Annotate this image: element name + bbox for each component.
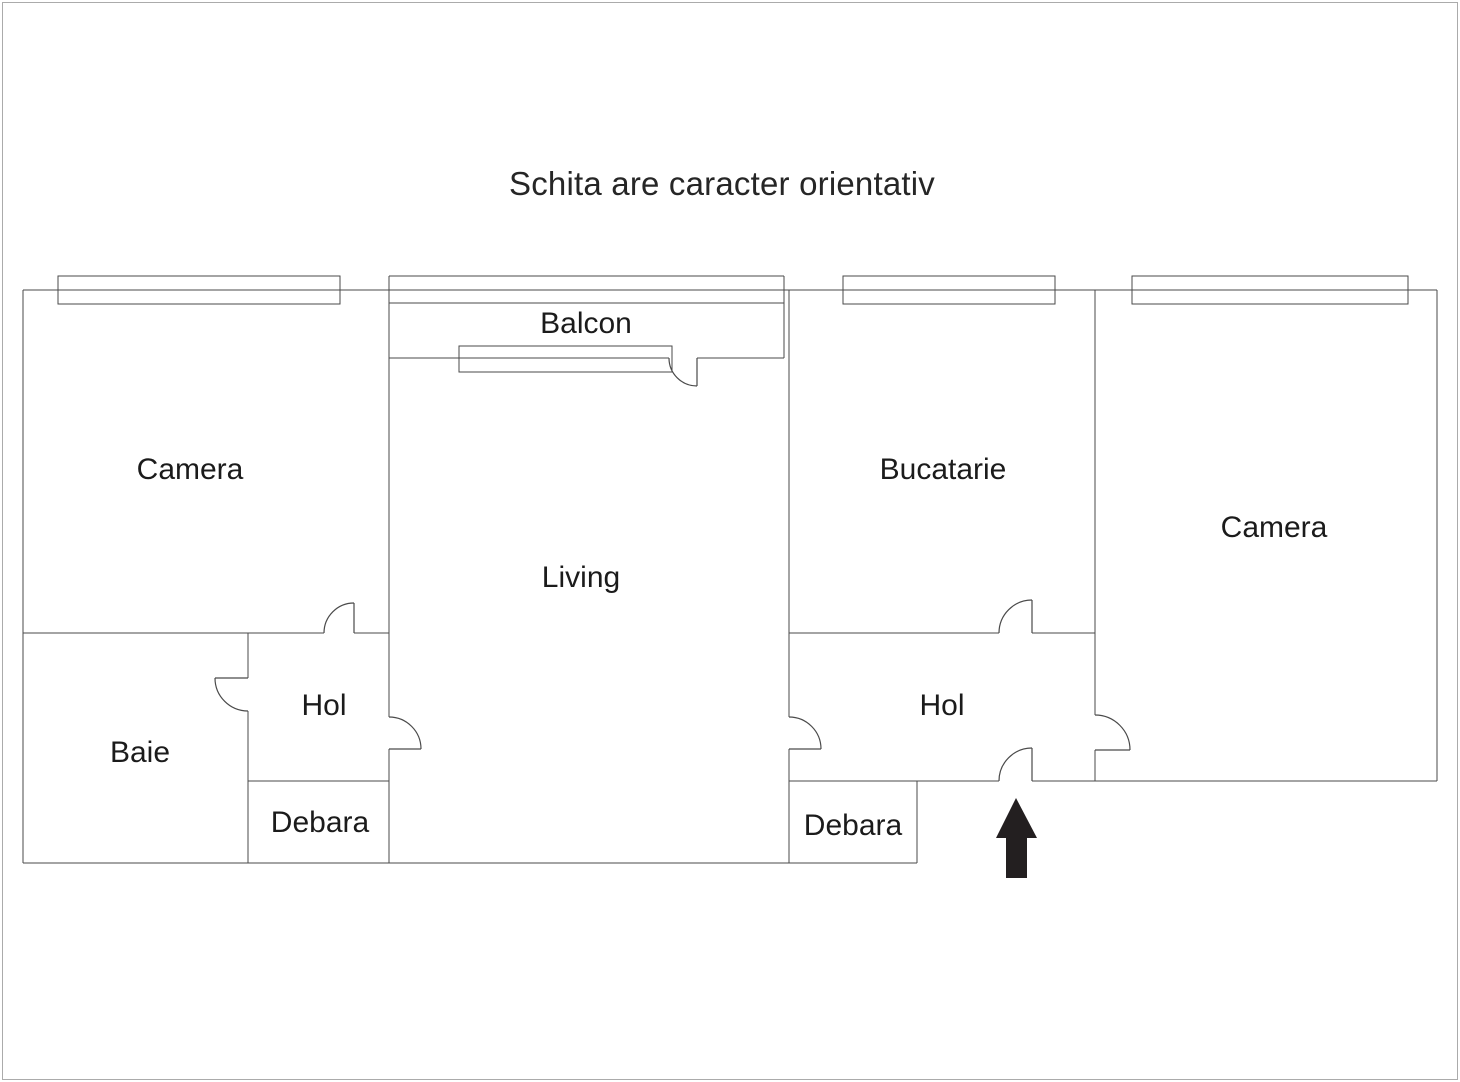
window-camera-left	[57, 275, 341, 305]
door-arc	[1094, 714, 1131, 751]
door-living-hol-right	[788, 716, 822, 750]
entrance-arrow-icon	[996, 798, 1037, 878]
room-label-living: Living	[541, 561, 621, 594]
door-balcon	[668, 357, 698, 387]
window-balcon-living	[458, 345, 673, 373]
room-label-baie: Baie	[109, 736, 171, 769]
room-label-debara-right: Debara	[803, 809, 903, 842]
door-arc	[998, 747, 1033, 782]
room-label-hol-left: Hol	[301, 689, 347, 722]
room-label-bucatarie: Bucatarie	[879, 453, 1007, 486]
door-entrance	[998, 747, 1033, 782]
window-camera-right	[1131, 275, 1409, 305]
door-baie	[214, 677, 249, 712]
door-arc	[668, 357, 698, 387]
door-arc	[388, 716, 422, 750]
door-arc	[323, 602, 355, 634]
door-arc	[788, 716, 822, 750]
room-label-balcon: Balcon	[540, 307, 632, 340]
doors	[214, 357, 1131, 782]
windows	[57, 275, 1409, 373]
door-camera-left	[323, 602, 355, 634]
page-title: Schita are caracter orientativ	[508, 165, 936, 202]
door-hol-left-living	[388, 716, 422, 750]
room-label-camera-left: Camera	[136, 453, 244, 486]
door-arc	[214, 677, 249, 712]
door-hol-right-camera	[1094, 714, 1131, 751]
room-label-camera-right: Camera	[1220, 511, 1328, 544]
door-bucatarie	[998, 599, 1033, 634]
room-label-debara-left: Debara	[270, 806, 370, 839]
window-bucatarie	[842, 275, 1056, 305]
walls	[22, 275, 1438, 864]
room-label-hol-right: Hol	[919, 689, 965, 722]
door-arc	[998, 599, 1033, 634]
